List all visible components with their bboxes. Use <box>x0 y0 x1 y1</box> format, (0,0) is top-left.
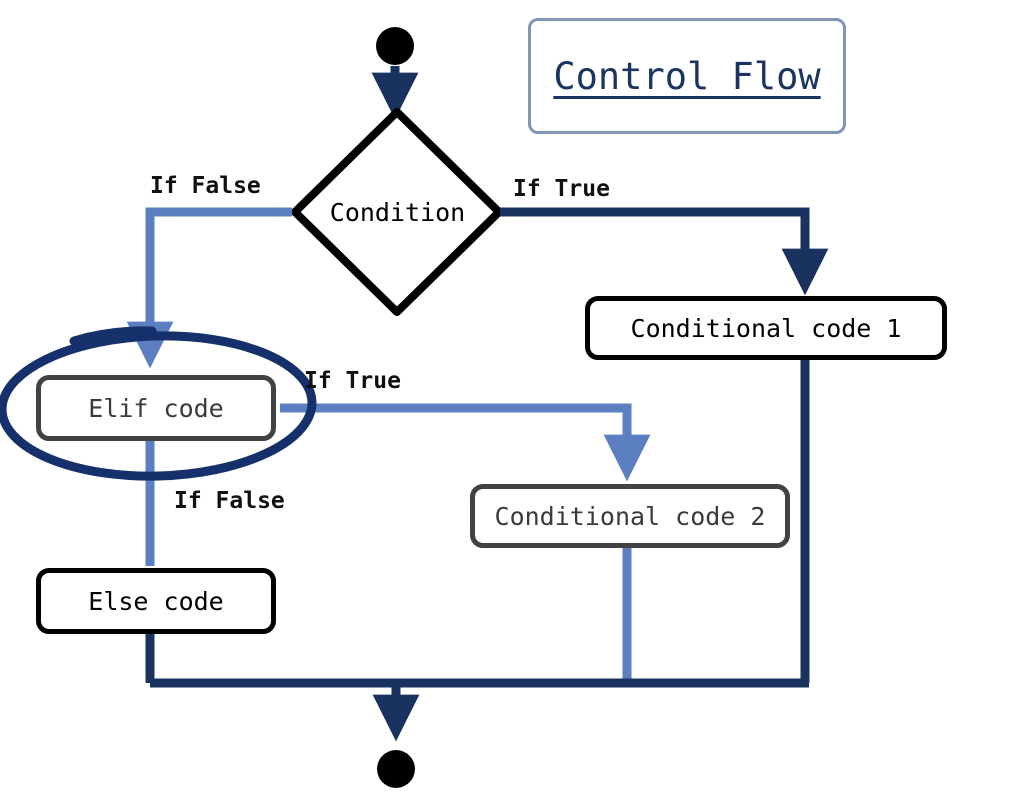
node-label: Conditional code 2 <box>494 501 766 531</box>
edge-label-if-true-top: If True <box>513 176 610 202</box>
title-callout: Control Flow <box>528 18 846 134</box>
edge-label-if-false-top: If False <box>150 173 261 199</box>
highlight-ellipse <box>0 331 317 481</box>
node-label: Elif code <box>88 393 224 423</box>
page-title: Control Flow <box>553 54 821 98</box>
start-node <box>376 27 414 65</box>
edge-label-if-true-mid: If True <box>304 368 401 394</box>
node-conditional-code-2[interactable]: Conditional code 2 <box>470 484 790 548</box>
node-else-code[interactable]: Else code <box>36 568 276 634</box>
highlight-ellipse-overshoot <box>69 326 157 346</box>
edge-elif-true <box>280 403 651 482</box>
condition-label: Condition <box>329 197 466 227</box>
node-elif-code[interactable]: Elif code <box>36 375 276 441</box>
condition-diamond <box>291 108 503 316</box>
node-conditional-code-1[interactable]: Conditional code 1 <box>585 296 947 360</box>
edge-label-if-false-mid: If False <box>174 488 285 514</box>
condition-node-label: Condition <box>305 192 490 232</box>
edge-condition-false <box>126 207 292 369</box>
edge-condition-true <box>500 207 829 296</box>
node-label: Else code <box>88 586 224 616</box>
node-label: Conditional code 1 <box>630 313 902 343</box>
end-node <box>377 750 415 788</box>
